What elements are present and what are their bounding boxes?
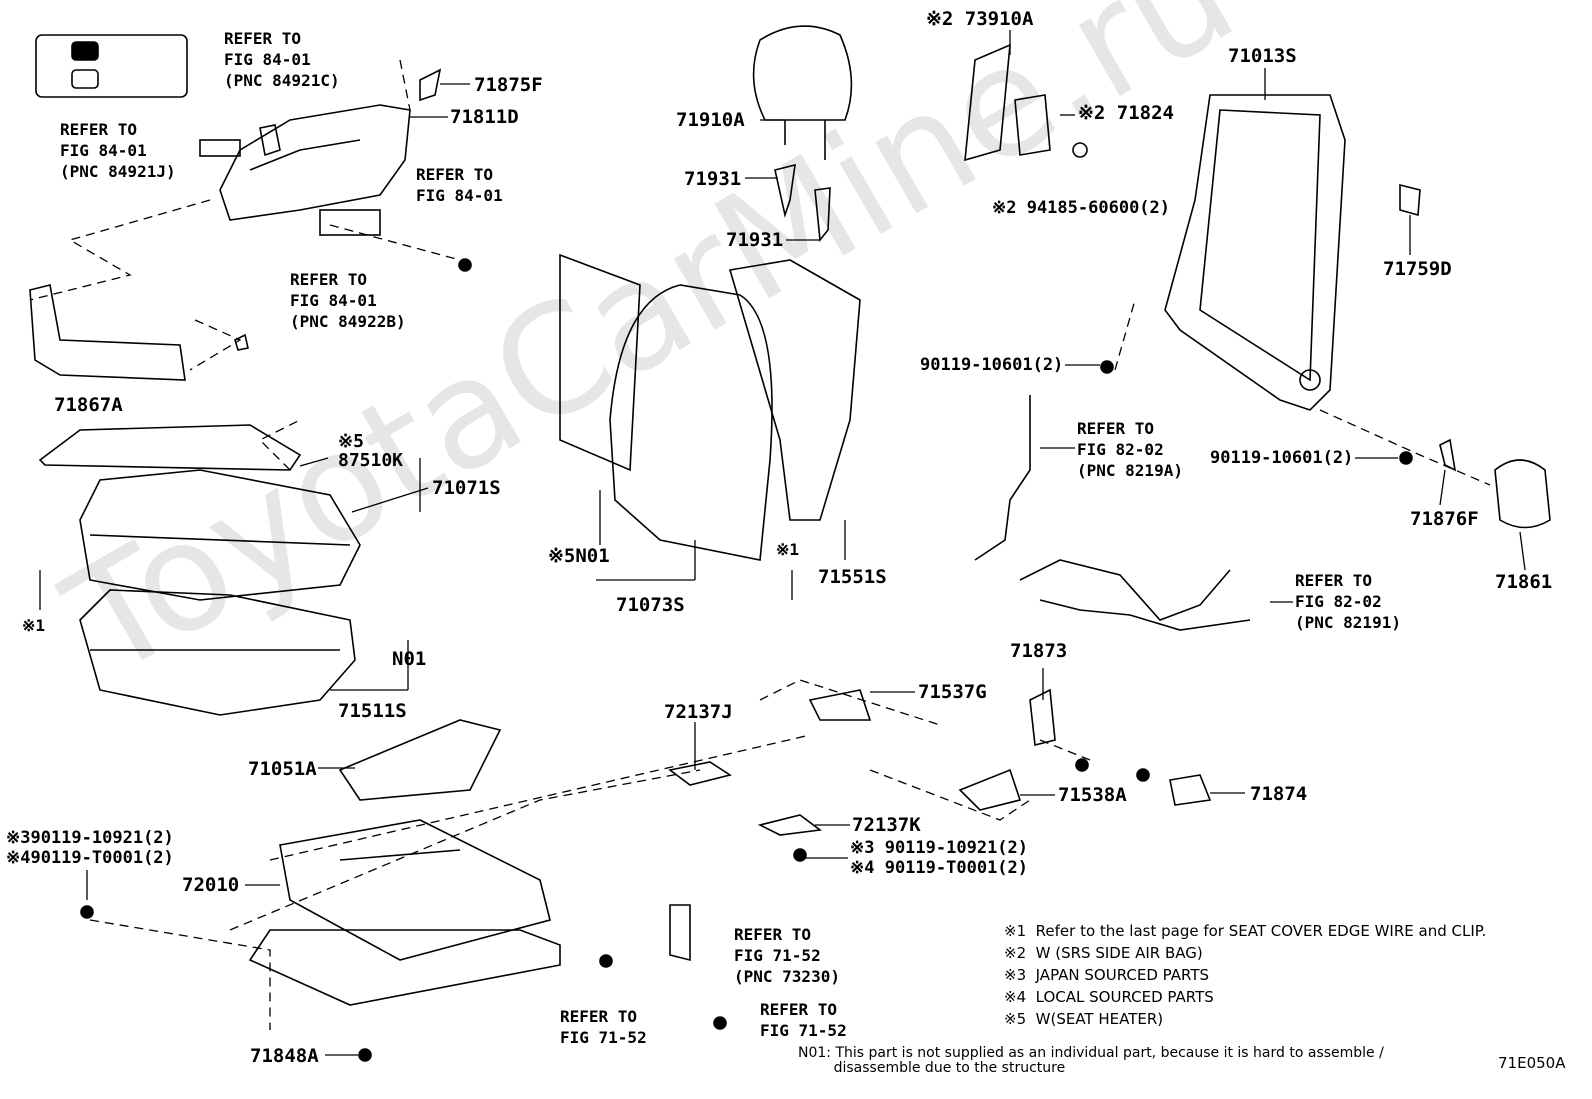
part-72137k[interactable]: 72137K bbox=[852, 814, 921, 836]
part-90119-10601-upper[interactable]: 90119-10601(2) bbox=[920, 355, 1064, 375]
note-3: ※3 JAPAN SOURCED PARTS bbox=[1004, 966, 1210, 984]
seat-spring bbox=[338, 719, 502, 801]
wire-harness bbox=[974, 395, 1251, 631]
part-73910a[interactable]: ※2 73910A bbox=[926, 8, 1034, 30]
ref-8219a[interactable]: REFER TO FIG 82-02 (PNC 8219A) bbox=[1077, 419, 1183, 480]
brackets bbox=[668, 688, 1212, 962]
ref-71-52-right[interactable]: REFER TO FIG 71-52 bbox=[760, 1000, 847, 1040]
part-71071s[interactable]: 71071S bbox=[432, 477, 501, 499]
seatback-frame bbox=[1164, 94, 1421, 411]
note-marker-1b: ※1 bbox=[776, 540, 800, 559]
part-94185-60600[interactable]: ※2 94185-60600(2) bbox=[992, 198, 1171, 218]
part-71811d[interactable]: 71811D bbox=[450, 106, 519, 128]
part-71931-top[interactable]: 71931 bbox=[684, 168, 742, 190]
part-90119-right[interactable]: ※3 90119-10921(2) ※4 90119-T0001(2) bbox=[850, 838, 1029, 878]
part-87510k[interactable]: ※5 87510K bbox=[338, 431, 404, 471]
part-71013s[interactable]: 71013S bbox=[1228, 45, 1297, 67]
recliner-knob bbox=[1494, 459, 1551, 529]
part-71910a[interactable]: 71910A bbox=[676, 109, 745, 131]
recliner-cover bbox=[1439, 438, 1457, 472]
seatback bbox=[559, 253, 861, 561]
leader-lines bbox=[39, 30, 1526, 1056]
part-71873[interactable]: 71873 bbox=[1010, 640, 1068, 662]
ref-73230[interactable]: REFER TO FIG 71-52 (PNC 73230) bbox=[734, 925, 840, 986]
part-n01-cushion[interactable]: N01 bbox=[392, 648, 427, 670]
part-71073s[interactable]: 71073S bbox=[616, 594, 685, 616]
ref-84921c[interactable]: REFER TO FIG 84-01 (PNC 84921C) bbox=[224, 29, 340, 90]
front-cover-panel bbox=[29, 284, 249, 381]
part-90119-10601-lower[interactable]: 90119-10601(2) bbox=[1210, 448, 1354, 468]
part-n01-back[interactable]: ※5N01 bbox=[548, 545, 610, 567]
part-71875f[interactable]: 71875F bbox=[474, 74, 543, 96]
part-90119-left[interactable]: ※390119-10921(2) ※490119-T0001(2) bbox=[6, 828, 174, 868]
ref-84921j[interactable]: REFER TO FIG 84-01 (PNC 84921J) bbox=[60, 120, 176, 181]
part-71051a[interactable]: 71051A bbox=[248, 758, 317, 780]
seat-cushion bbox=[79, 469, 361, 716]
note-5: ※5 W(SEAT HEATER) bbox=[1004, 1010, 1164, 1028]
part-72010[interactable]: 72010 bbox=[182, 874, 240, 896]
ref-84-01[interactable]: REFER TO FIG 84-01 bbox=[416, 165, 503, 205]
ref-82191[interactable]: REFER TO FIG 82-02 (PNC 82191) bbox=[1295, 571, 1401, 632]
part-71511s[interactable]: 71511S bbox=[338, 700, 407, 722]
part-71861[interactable]: 71861 bbox=[1495, 571, 1553, 593]
seat-track-adjuster bbox=[248, 819, 561, 1006]
part-71876f[interactable]: 71876F bbox=[1410, 508, 1479, 530]
note-1: ※1 Refer to the last page for SEAT COVER… bbox=[1004, 922, 1487, 940]
note-2: ※2 W (SRS SIDE AIR BAG) bbox=[1004, 944, 1203, 962]
part-71867a[interactable]: 71867A bbox=[54, 394, 123, 416]
note-4: ※4 LOCAL SOURCED PARTS bbox=[1004, 988, 1214, 1006]
part-71874[interactable]: 71874 bbox=[1250, 783, 1308, 805]
bolts bbox=[80, 258, 1413, 1062]
part-71551s[interactable]: 71551S bbox=[818, 566, 887, 588]
part-71931-bottom[interactable]: 71931 bbox=[726, 229, 784, 251]
part-71538a[interactable]: 71538A bbox=[1058, 784, 1127, 806]
ref-84922b[interactable]: REFER TO FIG 84-01 (PNC 84922B) bbox=[290, 270, 406, 331]
note-n01: N01: This part is not supplied as an ind… bbox=[798, 1045, 1384, 1076]
part-71848a[interactable]: 71848A bbox=[250, 1045, 319, 1067]
dashed-guides bbox=[29, 59, 1491, 1030]
part-71824[interactable]: ※2 71824 bbox=[1078, 102, 1174, 124]
part-72137j[interactable]: 72137J bbox=[664, 701, 733, 723]
seat-heater-mat bbox=[38, 424, 302, 471]
side-airbag bbox=[964, 43, 1088, 162]
headrest bbox=[752, 25, 853, 243]
note-marker-1a: ※1 bbox=[22, 616, 46, 635]
legend-box bbox=[35, 34, 188, 98]
part-71759d[interactable]: 71759D bbox=[1383, 258, 1452, 280]
seat-side-shield bbox=[199, 68, 442, 236]
ref-71-52-left[interactable]: REFER TO FIG 71-52 bbox=[560, 1007, 647, 1047]
part-71537g[interactable]: 71537G bbox=[918, 681, 987, 703]
figure-code: 71E050A bbox=[1498, 1054, 1566, 1072]
